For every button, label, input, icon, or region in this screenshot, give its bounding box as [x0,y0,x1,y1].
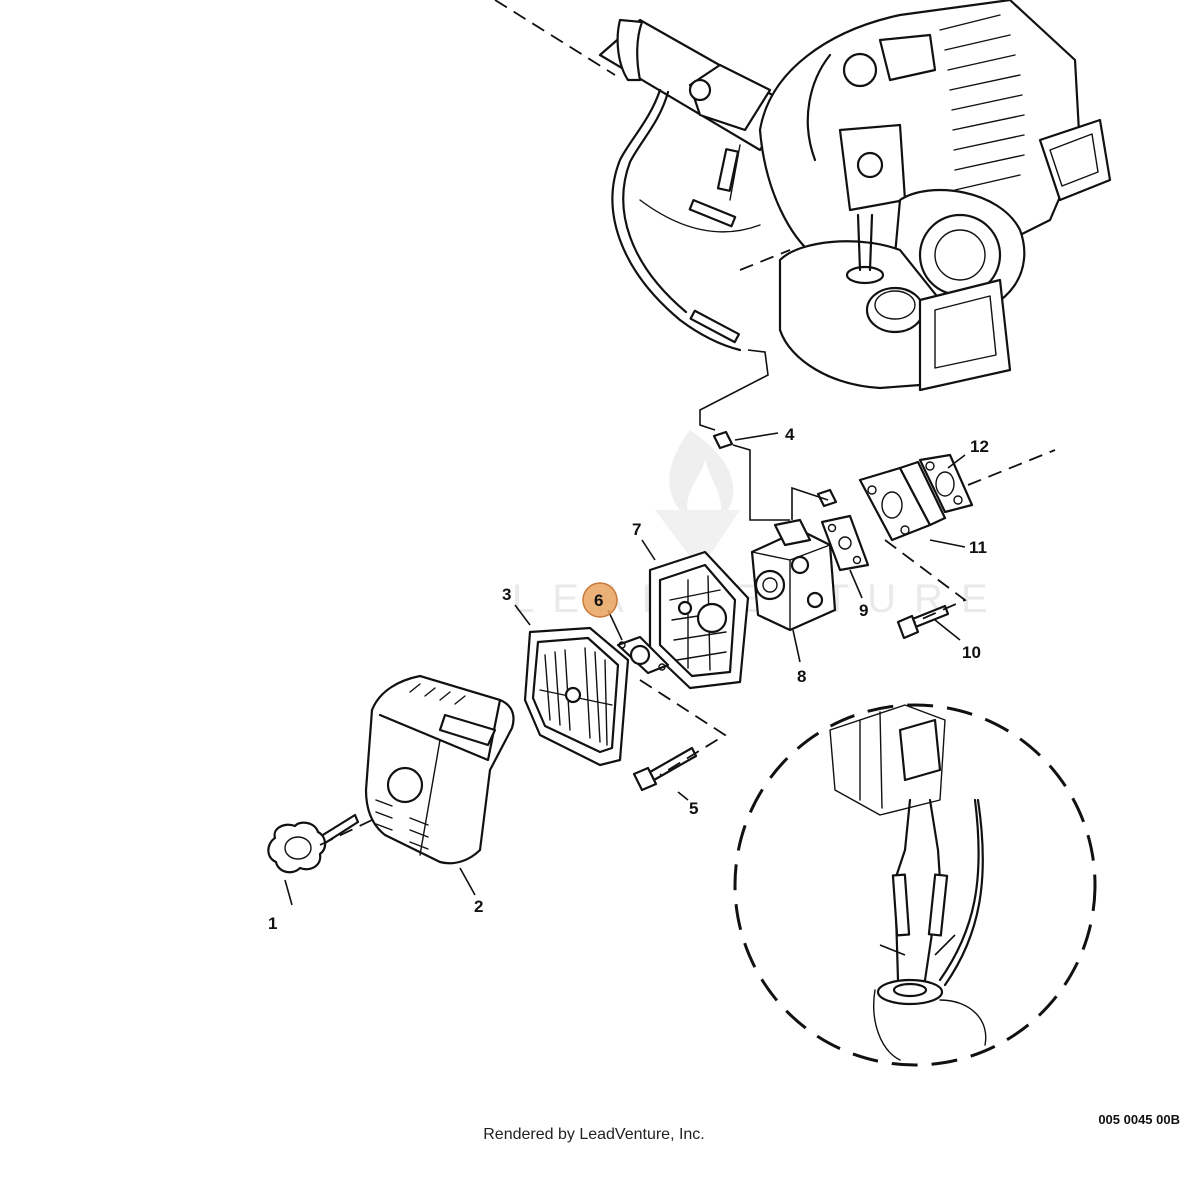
part-10-screw [896,604,950,640]
callout-8[interactable]: 8 [797,667,806,686]
render-credit: Rendered by LeadVenture, Inc. [483,1126,705,1143]
part-9-gasket [820,514,870,572]
callout-10[interactable]: 10 [962,643,981,662]
callout-11[interactable]: 11 [969,538,987,557]
detail-view [733,703,1097,1067]
callouts: 1 2 3 4 5 6 7 8 9 10 11 12 [268,425,989,933]
part-5-screw [632,746,698,792]
callout-7[interactable]: 7 [632,520,641,539]
callout-5[interactable]: 5 [689,799,698,818]
engine-assembly [494,0,1112,431]
part-12-gasket [918,453,974,514]
callout-3[interactable]: 3 [502,585,511,604]
callout-1[interactable]: 1 [268,914,277,933]
drawing-number: 005 0045 00B [1098,1112,1180,1127]
callout-6[interactable]: 6 [594,591,603,610]
part-6-choke-plate [616,635,670,675]
callout-leaders [284,432,966,906]
part-2-cover [364,674,515,865]
part-11-insulator [858,460,947,542]
callout-4[interactable]: 4 [785,425,795,444]
callout-9[interactable]: 9 [859,601,868,620]
callout-12[interactable]: 12 [970,437,989,456]
part-3-filter-element [523,626,630,767]
part-8-carburetor [750,518,837,632]
assembly-lines [319,444,1056,846]
part-1-knob [267,813,360,874]
highlight-marker [582,582,618,618]
part-4-nuts [712,430,838,508]
callout-2[interactable]: 2 [474,897,483,916]
